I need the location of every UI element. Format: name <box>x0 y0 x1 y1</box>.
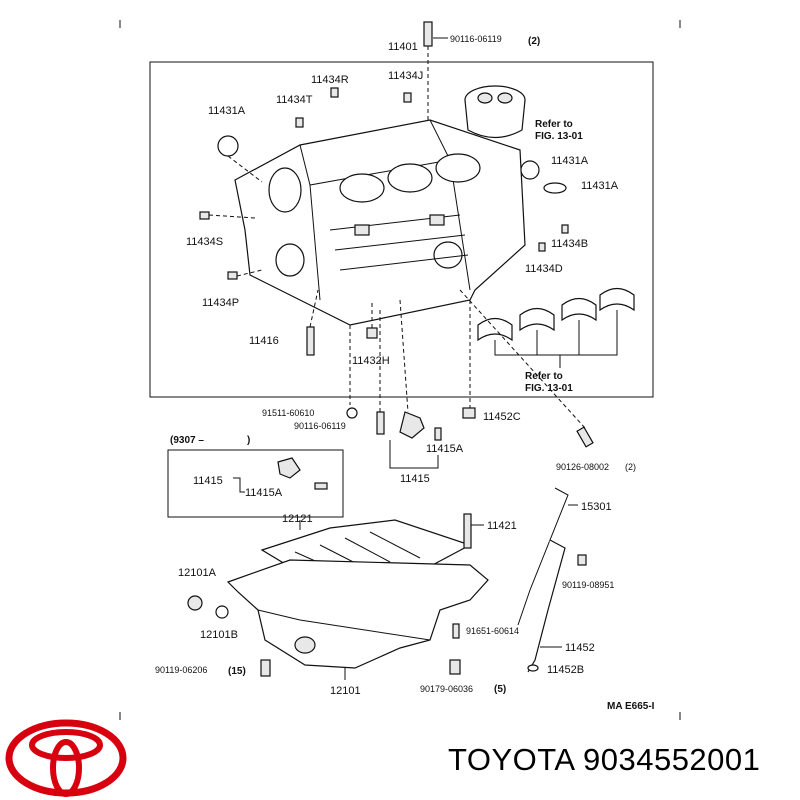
inset-bolt <box>314 482 328 490</box>
stud-90126 <box>576 426 594 448</box>
bolt-91651 <box>452 623 460 639</box>
label-11452B: 11452B <box>547 664 584 676</box>
label-11434P: 11434P <box>202 297 239 309</box>
main-bearings-drawing <box>477 287 635 368</box>
label-refer-2a: Refer to <box>525 371 563 382</box>
inset-label-11415A: 11415A <box>245 487 283 499</box>
plug-11434B <box>561 224 569 234</box>
dowel-11416 <box>306 289 319 356</box>
label-91651: 91651-60614 <box>466 626 519 636</box>
label-90179: 90179-06036 <box>420 684 473 694</box>
plug-11434T <box>295 117 304 128</box>
label-90179-qty: (5) <box>494 684 506 695</box>
label-11431A-r1: 11431A <box>551 155 589 167</box>
label-90119b: 90119-06206 <box>155 665 207 675</box>
label-qty-top: (2) <box>528 36 540 47</box>
label-11434R: 11434R <box>311 74 349 86</box>
label-12101B: 12101B <box>200 629 238 641</box>
plug-11434D <box>538 242 546 252</box>
plug-11432H <box>366 327 378 339</box>
label-11434D: 11434D <box>525 263 563 275</box>
label-90126-qty: (2) <box>625 462 636 472</box>
plug-11434P <box>227 271 238 280</box>
label-15301: 15301 <box>581 501 612 513</box>
label-11434B: 11434B <box>551 238 588 250</box>
inset-frame <box>167 449 344 518</box>
label-12121: 12121 <box>282 513 313 525</box>
label-11415A: 11415A <box>426 443 464 455</box>
label-11401: 11401 <box>388 41 418 53</box>
label-11432H: 11432H <box>352 355 390 367</box>
label-90119a: 90119-08951 <box>562 580 614 590</box>
diagram-code: MA E665-I <box>607 701 655 712</box>
plug-11434R <box>330 87 339 98</box>
label-11434S: 11434S <box>186 236 223 248</box>
toyota-logo <box>5 719 127 797</box>
bolt-90119b <box>260 659 271 677</box>
label-refer-1a: Refer to <box>535 119 573 130</box>
gasket-12101B <box>215 605 229 619</box>
ring-11452B <box>527 664 539 672</box>
label-11421: 11421 <box>487 520 517 532</box>
inset-paren: ) <box>247 435 250 446</box>
plug-11431A-r1 <box>520 160 540 180</box>
label-11416: 11416 <box>249 335 279 347</box>
bolt-90116b <box>376 411 385 435</box>
label-12101: 12101 <box>330 685 361 697</box>
bolt-11415A <box>434 427 442 441</box>
label-90119b-qty: (15) <box>228 666 246 677</box>
label-11431A-r2: 11431A <box>581 180 619 192</box>
label-refer-1b: FIG. 13-01 <box>535 131 583 142</box>
label-90126: 90126-08002 <box>556 462 609 472</box>
engine-block-drawing <box>234 119 526 326</box>
plug-11431A-left <box>217 135 239 157</box>
label-11415: 11415 <box>400 473 430 485</box>
nozzle-drawing <box>399 411 425 439</box>
brand-part-number: TOYOTA 9034552001 <box>448 742 761 777</box>
plug-12101A <box>187 595 203 611</box>
guide-11452 <box>527 539 566 673</box>
plug-11434J <box>403 92 412 103</box>
label-91511: 91511-60610 <box>262 408 314 418</box>
stud-11421 <box>463 513 472 549</box>
label-11452C: 11452C <box>483 411 521 423</box>
label-11434T: 11434T <box>276 94 313 106</box>
plug-11452C <box>462 407 476 419</box>
inset-title: (9307 – <box>170 435 204 446</box>
nut-90179 <box>449 659 461 675</box>
plug-11434S <box>199 211 210 220</box>
oil-pan-12101 <box>226 559 489 669</box>
inset-nozzle <box>277 457 301 479</box>
block-frame <box>149 61 654 398</box>
label-11434J: 11434J <box>388 70 423 82</box>
plug-11431A-r2 <box>543 182 567 194</box>
label-12101A: 12101A <box>178 567 217 579</box>
dipstick-15301 <box>517 487 569 626</box>
label-90116-06119-top: 90116-06119 <box>450 34 502 44</box>
washer-91511 <box>346 407 358 419</box>
label-11452: 11452 <box>565 642 595 654</box>
top-bolt <box>423 21 448 125</box>
label-90116b: 90116-06119 <box>294 421 346 431</box>
inset-label-11415: 11415 <box>193 475 223 487</box>
label-refer-2b: FIG. 13-01 <box>525 383 573 394</box>
crop-marks <box>119 20 681 720</box>
label-11431A-left: 11431A <box>208 105 246 117</box>
bolt-90119a <box>577 554 587 566</box>
piston-drawing <box>464 85 526 139</box>
